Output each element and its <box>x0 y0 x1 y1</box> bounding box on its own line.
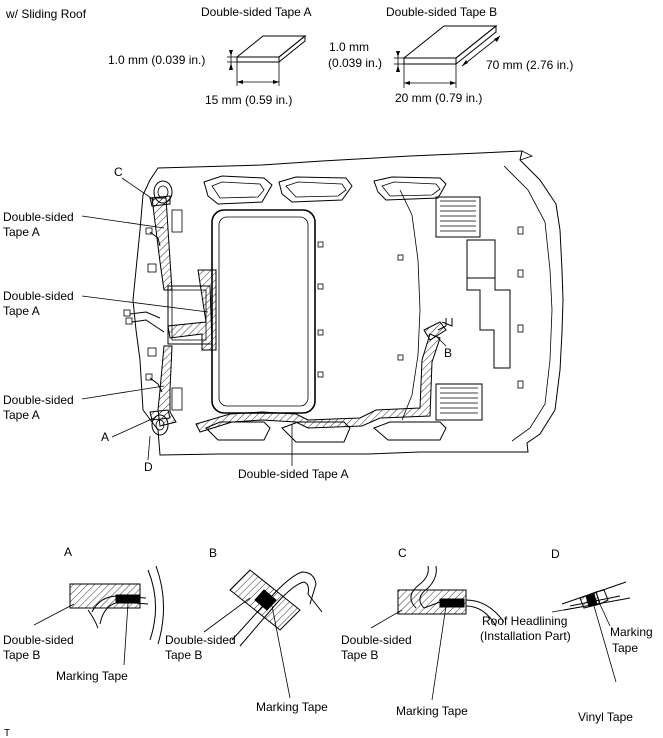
detail-b-marking-label: Marking Tape <box>256 700 328 714</box>
detail-a: A <box>33 545 165 666</box>
detail-d-marking-line1: Marking <box>610 625 653 639</box>
tape-a-spec-title: Double-sided Tape A <box>201 5 312 19</box>
tape-a-label-2-line1: Double-sided <box>3 289 74 303</box>
detail-a-letter: A <box>64 545 72 559</box>
detail-c-marking-label: Marking Tape <box>396 704 468 718</box>
tape-b-spec: Double-sided Tape B 1.0 mm (0.039 in.) 7… <box>328 5 573 105</box>
harness-left-lower <box>157 345 177 427</box>
roof-headlining-view <box>123 150 564 456</box>
detail-c: C <box>370 546 505 701</box>
footer-code: T <box>4 728 10 738</box>
detail-b-letter: B <box>209 546 217 560</box>
detail-c-marking-tape <box>439 598 465 608</box>
tape-a-label-3-line1: Double-sided <box>3 393 74 407</box>
bottom-tape-label: Double-sided Tape A <box>238 467 349 481</box>
callout-d: D <box>144 460 153 474</box>
detail-b-tape-line1: Double-sided <box>165 633 236 647</box>
tape-a-spec-illustration <box>227 34 307 86</box>
tape-a-spec: Double-sided Tape A 1.0 mm (0.039 in.) 1… <box>108 5 312 107</box>
detail-b-tape-line2: Tape B <box>165 648 202 662</box>
detail-c-tape-line1: Double-sided <box>341 633 412 647</box>
sunroof-opening <box>211 209 316 414</box>
detail-c-tape-line2: Tape B <box>341 648 378 662</box>
detail-d: D <box>551 547 631 683</box>
detail-b: B <box>203 546 323 699</box>
detail-a-marking-tape <box>115 594 141 604</box>
rear-grille-lower <box>435 383 483 421</box>
detail-d-vinyl-label: Vinyl Tape <box>578 710 633 724</box>
detail-d-marking-tape <box>585 593 598 607</box>
detail-a-tape-line2: Tape B <box>3 648 40 662</box>
condition-label: w/ Sliding Roof <box>5 7 87 21</box>
detail-a-marking-label: Marking Tape <box>56 669 128 683</box>
rear-grille-upper <box>435 196 481 238</box>
callout-a: A <box>101 430 109 444</box>
tape-a-label-2-line2: Tape A <box>3 304 40 318</box>
detail-a-tape-line1: Double-sided <box>3 633 74 647</box>
tape-a-width: 15 mm (0.59 in.) <box>205 93 292 107</box>
tape-b-spec-illustration <box>394 24 501 88</box>
tape-a-label-1-line2: Tape A <box>3 225 40 239</box>
callout-c: C <box>114 165 123 179</box>
callout-b: B <box>444 346 452 360</box>
detail-c-letter: C <box>398 546 407 560</box>
detail-d-letter: D <box>551 547 560 561</box>
headlining-outline <box>132 150 564 456</box>
harness-left-upper <box>151 197 173 291</box>
harness-center <box>167 269 217 351</box>
tape-b-width: 20 mm (0.79 in.) <box>395 91 482 105</box>
tape-b-thickness-line2: (0.039 in.) <box>328 56 382 70</box>
tape-a-label-3-line2: Tape A <box>3 408 40 422</box>
harness-bottom <box>195 333 441 433</box>
detail-b-marking-tape <box>254 589 277 611</box>
detail-d-headlining-line1: Roof Headlining <box>482 614 567 628</box>
tape-a-label-1-line1: Double-sided <box>3 210 74 224</box>
tape-b-thickness-line1: 1.0 mm <box>329 40 369 54</box>
tape-b-spec-title: Double-sided Tape B <box>386 5 497 19</box>
tape-a-thickness: 1.0 mm (0.039 in.) <box>108 53 205 67</box>
detail-d-marking-line2: Tape <box>612 641 638 655</box>
detail-d-headlining-line2: (Installation Part) <box>480 629 571 643</box>
tape-b-length: 70 mm (2.76 in.) <box>486 58 573 72</box>
